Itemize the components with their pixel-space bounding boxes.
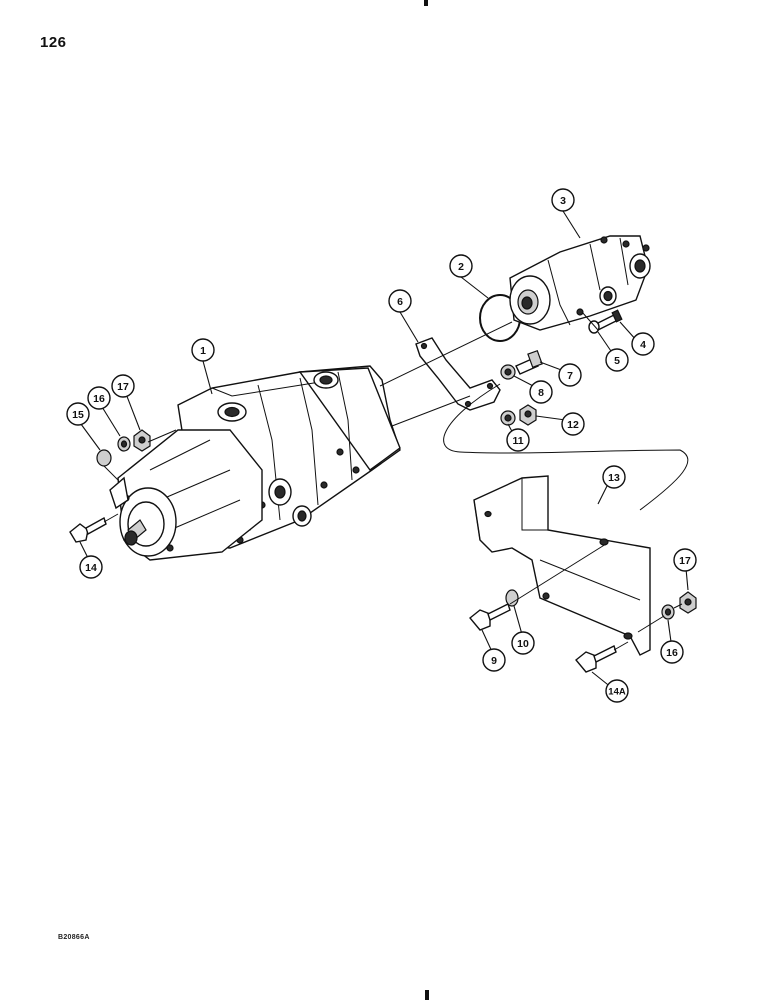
callout-label: 7 (567, 370, 573, 382)
washer-item-10 (505, 589, 519, 607)
callout-1: 1 (191, 338, 215, 362)
callout-label: 16 (666, 647, 678, 659)
callout-label: 3 (560, 195, 566, 207)
callout-8: 8 (529, 380, 553, 404)
page-edge-mark-top (424, 0, 428, 6)
callout-10: 10 (511, 631, 535, 655)
callout-16-left: 16 (87, 386, 111, 410)
callout-label: 4 (640, 339, 646, 351)
bolt-item-9 (469, 603, 511, 631)
callout-label: 6 (397, 296, 403, 308)
bolt-item-7 (515, 349, 543, 375)
gear-pump (509, 235, 651, 331)
callout-label: 15 (72, 409, 84, 421)
callout-label: 11 (512, 435, 523, 447)
washer-item-15 (96, 449, 112, 467)
bolt-item-14a (575, 645, 617, 673)
callout-label: 16 (93, 393, 105, 405)
callout-label: 1 (200, 345, 206, 357)
callout-label: 8 (538, 387, 544, 399)
bolt-item-4 (595, 309, 623, 331)
callout-4: 4 (631, 332, 655, 356)
callout-15: 15 (66, 402, 90, 426)
mounting-bracket (415, 337, 501, 411)
callout-label: 13 (608, 472, 620, 484)
callout-2: 2 (449, 254, 473, 278)
callout-label: 12 (567, 419, 579, 431)
page-number: 126 (40, 34, 67, 51)
page-edge-mark-bottom (425, 990, 429, 1000)
callout-label: 10 (517, 638, 529, 650)
callout-16-right: 16 (660, 640, 684, 664)
callout-14a: 14A (605, 679, 629, 703)
callout-label: 9 (491, 655, 497, 667)
callout-14: 14 (79, 555, 103, 579)
callout-11: 11 (506, 428, 530, 452)
callout-9: 9 (482, 648, 506, 672)
callout-label: 5 (614, 355, 620, 367)
callout-label: 14 (85, 562, 97, 574)
hydraulic-pump-assembly (109, 365, 401, 561)
callout-6: 6 (388, 289, 412, 313)
callout-7: 7 (558, 363, 582, 387)
figure-code: B20866A (58, 934, 90, 941)
assembly-lines (103, 311, 689, 651)
callout-13: 13 (602, 465, 626, 489)
callout-17-right: 17 (673, 548, 697, 572)
callout-label: 14A (608, 687, 626, 698)
bolt-item-14 (69, 516, 107, 543)
callout-3: 3 (551, 188, 575, 212)
callout-5: 5 (605, 348, 629, 372)
callout-17-left: 17 (111, 374, 135, 398)
callout-12: 12 (561, 412, 585, 436)
washer-item-5 (588, 320, 600, 334)
callout-label: 17 (117, 381, 129, 393)
callout-label: 17 (679, 555, 691, 567)
callout-label: 2 (458, 261, 464, 273)
support-plate (473, 475, 651, 656)
